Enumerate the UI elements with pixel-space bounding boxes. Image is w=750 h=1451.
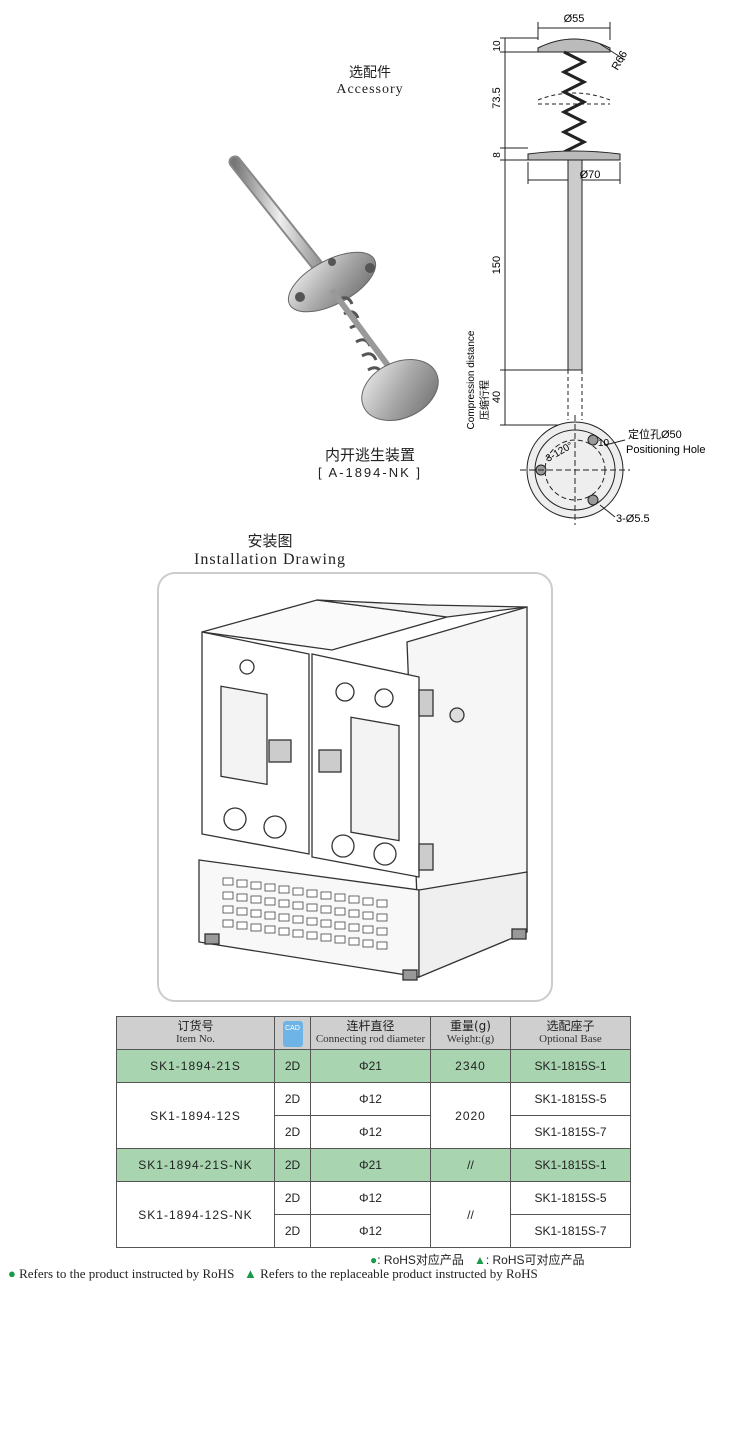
rohs-dot-icon: ●	[370, 1253, 378, 1267]
table-row: 2D Φ12 SK1-1815S-7	[117, 1115, 631, 1149]
compression-label-en: Compression distance	[466, 330, 477, 429]
cell-cad-link[interactable]: 2D	[274, 1115, 311, 1149]
table-row: SK1-1894-12S 2D Φ12 2020 SK1-1815S-5	[116, 1082, 631, 1149]
installation-heading: 安装图 Installation Drawing	[180, 530, 360, 569]
dim-cap: 10	[492, 40, 503, 52]
cell-weight: //	[430, 1181, 511, 1248]
cell-item: SK1-1894-21S-NK	[116, 1148, 275, 1182]
accessory-title-en: Accessory	[336, 82, 404, 97]
cell-weight: //	[430, 1148, 511, 1182]
dim-compression: 40	[491, 391, 503, 403]
cell-base: SK1-1815S-5	[510, 1181, 631, 1215]
cell-cad-link[interactable]: 2D	[274, 1082, 311, 1116]
installation-frame	[157, 572, 553, 1002]
cad-badge-icon: CAD	[282, 1020, 303, 1047]
dim-plate-diameter: Ø70	[580, 169, 601, 181]
cell-cad-link[interactable]: 2D	[274, 1148, 311, 1182]
positioning-en: Positioning Hole	[626, 444, 706, 456]
cell-weight: 2020	[430, 1082, 511, 1149]
cell-weight: 2340	[430, 1049, 511, 1083]
legend-zh: ●: RoHS对应产品 ▲: RoHS可对应产品	[370, 1251, 585, 1268]
product-name: 内开逃生装置	[324, 446, 415, 464]
cell-rod: Φ12	[310, 1214, 431, 1248]
cell-rod: Φ12	[310, 1115, 431, 1149]
cell-base: SK1-1815S-1	[510, 1049, 631, 1083]
cell-rod: Φ12	[310, 1181, 431, 1215]
table-row: SK1-1894-21S-NK 2D Φ21 // SK1-1815S-1	[116, 1148, 631, 1182]
cell-base: SK1-1815S-7	[510, 1115, 631, 1149]
technical-drawing: Ø55 R66 10 73.5 8 Ø70 150 40 Compression…	[466, 13, 706, 525]
replace-triangle-icon: ▲	[473, 1253, 486, 1267]
replace-triangle-icon: ▲	[244, 1266, 257, 1281]
installation-title-zh: 安装图	[247, 532, 293, 550]
cell-base: SK1-1815S-5	[510, 1082, 631, 1116]
legend-en: ● Refers to the product instructed by Ro…	[8, 1266, 538, 1282]
table-row: SK1-1894-21S 2D Φ21 2340 SK1-1815S-1	[116, 1049, 631, 1083]
product-label: 内开逃生装置 [ A-1894-NK ]	[290, 444, 450, 480]
accessory-title-zh: 选配件	[349, 65, 391, 81]
accessory-heading: 选配件 Accessory	[300, 62, 440, 98]
dim-top-diameter: Ø55	[564, 13, 585, 25]
cell-rod: Φ12	[310, 1082, 431, 1116]
holes-dim: 3-Ø5.5	[616, 513, 650, 525]
cell-base: SK1-1815S-7	[510, 1214, 631, 1248]
dim-spring: 73.5	[491, 87, 503, 108]
compression-label-zh: 压缩行程	[478, 380, 491, 420]
product-code: [ A-1894-NK ]	[317, 465, 423, 480]
table-row: 2D Φ12 SK1-1815S-7	[117, 1214, 631, 1248]
installation-drawing	[198, 599, 528, 981]
cell-base: SK1-1815S-1	[510, 1148, 631, 1182]
positioning-zh: 定位孔Ø50	[628, 427, 682, 441]
header-cad: CAD	[274, 1016, 311, 1050]
cell-item: SK1-1894-12S-NK	[116, 1181, 275, 1248]
cell-rod: Φ21	[310, 1049, 431, 1083]
product-photo	[228, 155, 439, 421]
cell-rod: Φ21	[310, 1148, 431, 1182]
hole-offset: 10	[598, 438, 610, 449]
cell-item: SK1-1894-12S	[116, 1082, 275, 1149]
header-weight: 重量(g)Weight:(g)	[430, 1016, 511, 1050]
cell-cad-link[interactable]: 2D	[274, 1181, 311, 1215]
cell-cad-link[interactable]: 2D	[274, 1049, 311, 1083]
legend-en-rohs: Refers to the product instructed by RoHS	[19, 1266, 235, 1281]
cell-item: SK1-1894-21S	[116, 1049, 275, 1083]
table-row: SK1-1894-12S-NK 2D Φ12 // SK1-1815S-5	[116, 1181, 631, 1248]
legend-en-replace: Refers to the replaceable product instru…	[260, 1266, 538, 1281]
legend-zh-replace: : RoHS可对应产品	[485, 1253, 585, 1267]
legend-zh-rohs: : RoHS对应产品	[377, 1253, 464, 1267]
cell-cad-link[interactable]: 2D	[274, 1214, 311, 1248]
rohs-dot-icon: ●	[8, 1266, 16, 1281]
installation-title-en: Installation Drawing	[194, 551, 346, 568]
dim-rod: 150	[491, 256, 503, 274]
dim-plate: 8	[492, 152, 503, 158]
